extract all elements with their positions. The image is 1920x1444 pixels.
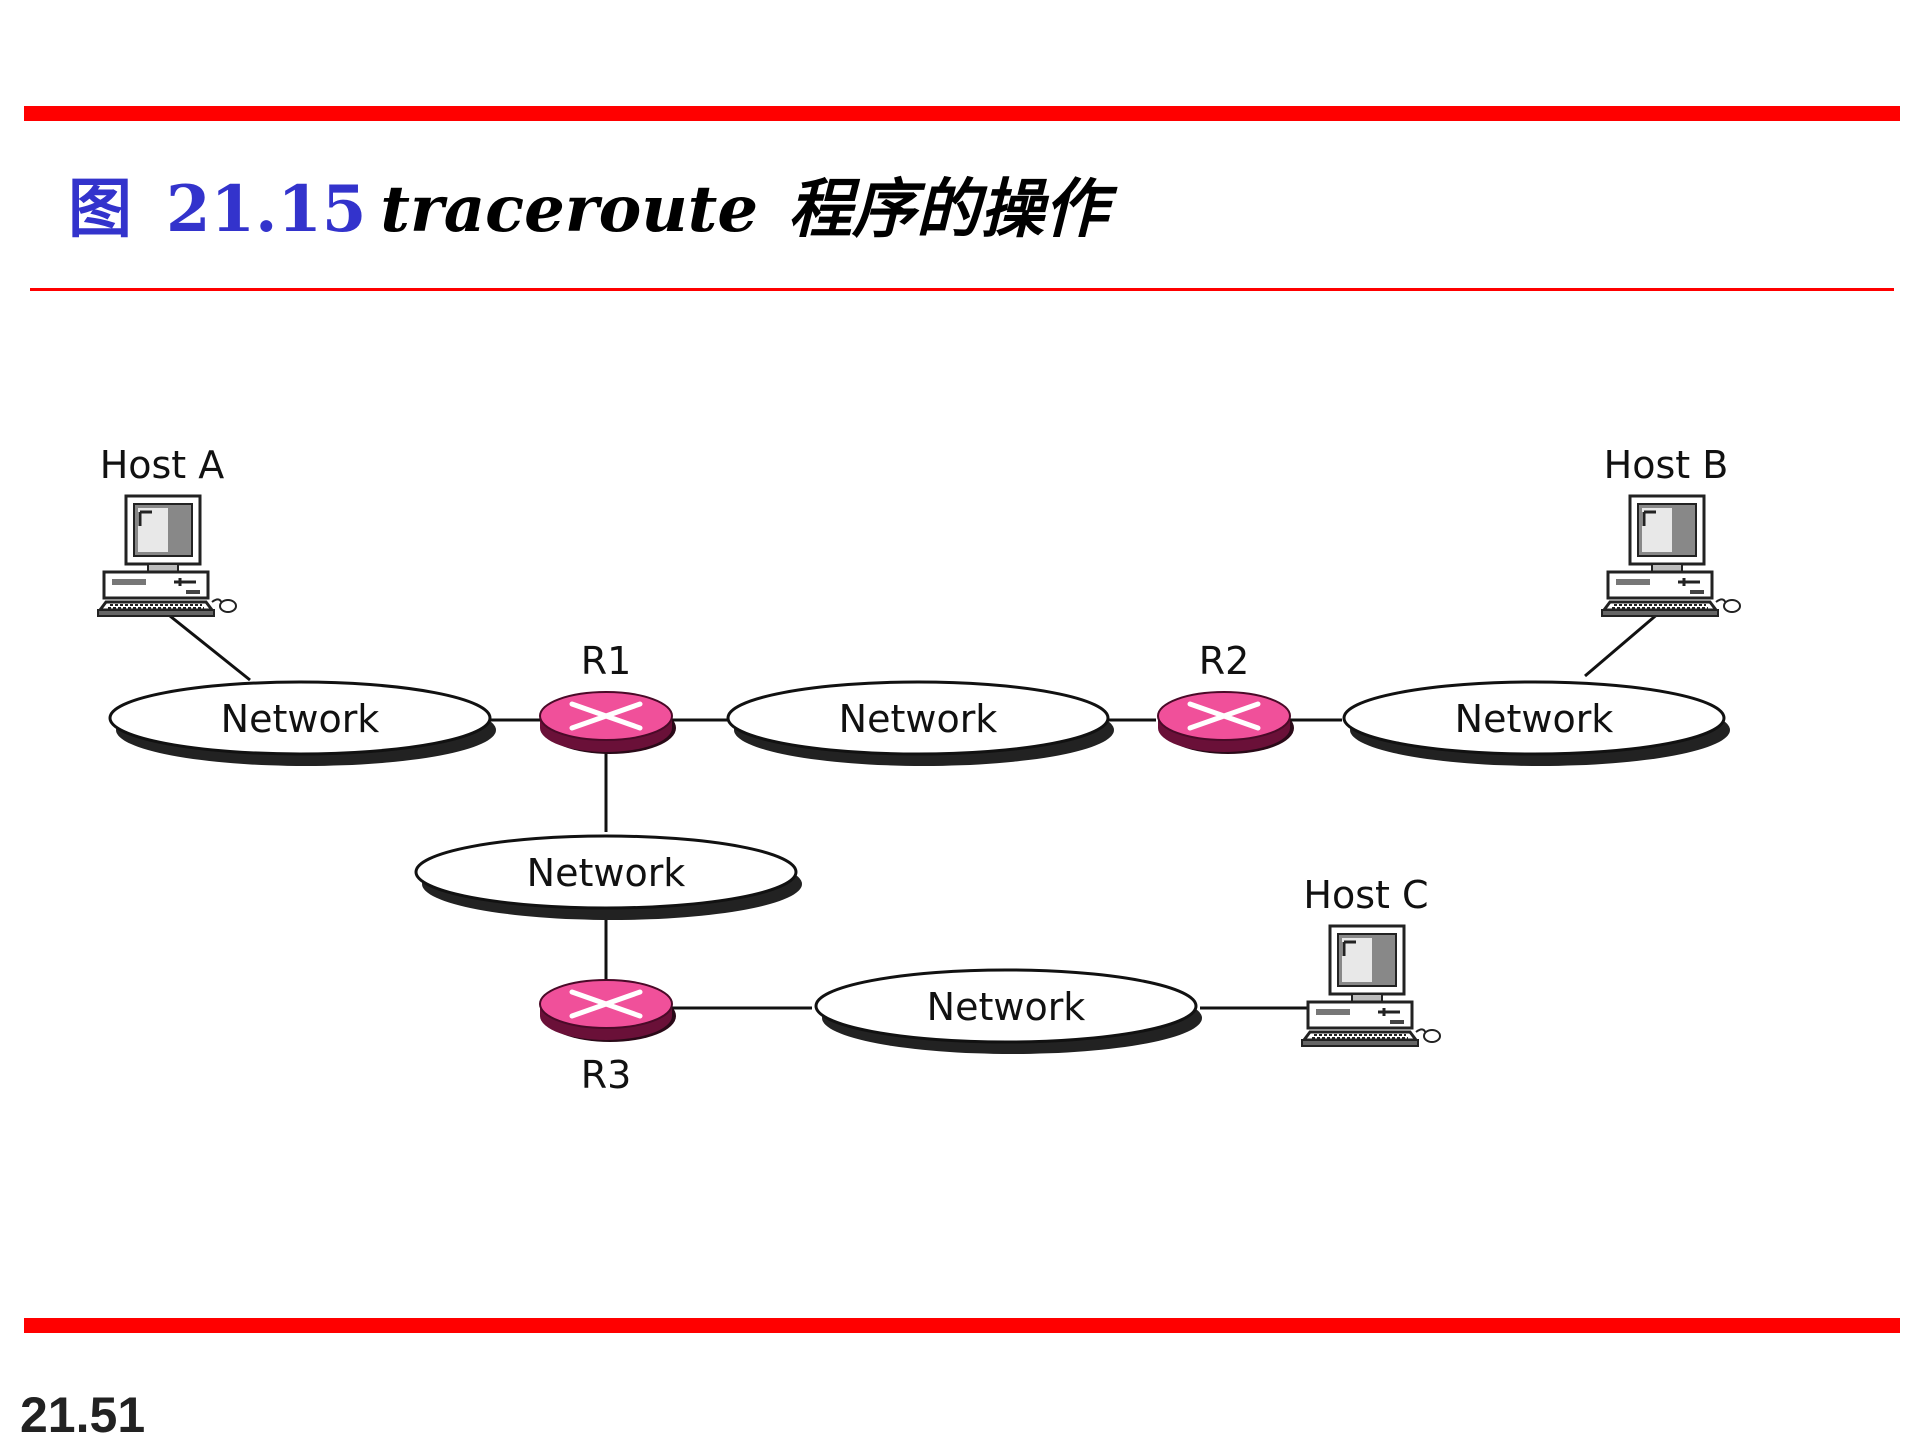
network-label: Network [927,985,1086,1029]
link-hosta-net1 [164,610,251,682]
network-2: Network [726,680,1114,766]
link-net3-hostb [1584,610,1661,678]
computer-icon [1300,924,1442,1048]
router-icon [540,980,676,1042]
router-label: R1 [581,639,632,683]
host-label: Host B [1604,443,1729,487]
network-5: Network [814,968,1202,1054]
bottom-red-bar [24,1318,1900,1333]
title-underline [30,288,1894,291]
router-label: R2 [1199,639,1250,683]
figure-prefix: 图 [68,172,132,247]
host-label: Host C [1303,873,1428,917]
host-a: Host A [96,443,238,618]
router-r2: R2 [1158,639,1294,754]
router-icon [1158,692,1294,754]
router-r1: R1 [540,639,676,754]
top-red-bar [24,106,1900,121]
page-number: 21.51 [20,1387,146,1443]
computer-icon [1600,494,1742,618]
host-c: Host C [1300,873,1442,1048]
router-label: R3 [581,1053,632,1097]
router-r3: R3 [540,980,676,1097]
network-label: Network [1455,697,1614,741]
network-3: Network [1342,680,1730,766]
network-label: Network [527,851,686,895]
network-4: Network [414,834,802,920]
network-1: Network [108,680,496,766]
figure-number: 21.15 [166,172,367,247]
host-label: Host A [100,443,225,487]
figure-description: 程序的操作 [788,172,1109,247]
computer-icon [96,494,238,618]
router-icon [540,692,676,754]
figure-command: traceroute [380,172,759,247]
host-b: Host B [1600,443,1742,618]
network-label: Network [221,697,380,741]
network-label: Network [839,697,998,741]
